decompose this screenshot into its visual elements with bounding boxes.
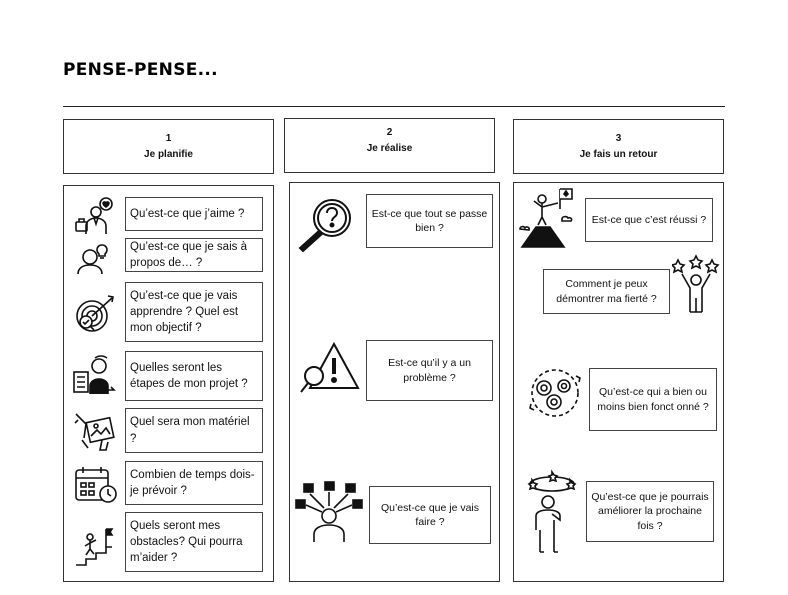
review-question-1: Est-ce que c’est réussi ? bbox=[585, 198, 713, 242]
column-heading: Je planifie bbox=[144, 148, 193, 160]
target-icon bbox=[72, 292, 118, 334]
review-question-2: Comment je peux démontrer ma fierté ? bbox=[543, 269, 670, 314]
plan-question-6: Combien de temps dois-je prévoir ? bbox=[125, 461, 263, 505]
summit-flag-icon bbox=[516, 185, 578, 251]
gears-icon bbox=[524, 366, 586, 420]
project-steps-icon bbox=[72, 354, 118, 398]
column-number: 2 bbox=[386, 127, 393, 138]
column-header-do: 2 Je réalise bbox=[284, 118, 495, 173]
warning-magnifier-icon bbox=[298, 340, 362, 398]
plan-question-7: Quels seront mes obstacles? Qui pourra m… bbox=[125, 512, 263, 572]
plan-question-5: Quel sera mon matériel ? bbox=[125, 408, 263, 453]
magnifier-question-icon bbox=[294, 196, 356, 254]
column-heading: Je fais un retour bbox=[579, 148, 658, 160]
do-question-3: Qu’est-ce que je vais faire ? bbox=[369, 486, 491, 544]
title-divider bbox=[63, 106, 725, 107]
plan-question-4: Quelles seront les étapes de mon projet … bbox=[125, 351, 263, 401]
column-number: 3 bbox=[615, 133, 622, 144]
proud-person-stars-icon bbox=[672, 254, 720, 316]
page-title: PENSE-PENSE... bbox=[63, 60, 218, 80]
column-header-plan: 1 Je planifie bbox=[63, 119, 274, 174]
column-number: 1 bbox=[165, 133, 172, 144]
review-question-4: Qu’est-ce que je pourrais améliorer la p… bbox=[586, 481, 714, 542]
calendar-clock-icon bbox=[74, 466, 118, 504]
do-question-2: Est-ce qu’il y a un problème ? bbox=[366, 340, 493, 401]
plan-question-1: Qu’est-ce que j’aime ? bbox=[125, 197, 263, 231]
column-header-review: 3 Je fais un retour bbox=[513, 119, 724, 174]
column-panel-plan bbox=[63, 185, 274, 582]
decision-person-icon bbox=[294, 480, 364, 544]
lightbulb-person-icon bbox=[74, 241, 112, 275]
do-question-1: Est-ce que tout se passe bien ? bbox=[366, 194, 493, 248]
column-panel-review bbox=[513, 182, 724, 582]
column-heading: Je réalise bbox=[366, 142, 413, 154]
tools-icon bbox=[72, 410, 118, 452]
thinking-person-stars-icon bbox=[524, 468, 580, 556]
plan-question-3: Qu’est-ce que je vais apprendre ? Quel e… bbox=[125, 282, 263, 342]
review-question-3: Qu’est-ce qui a bien ou moins bien fonct… bbox=[589, 368, 717, 431]
plan-question-2: Qu’est-ce que je sais à propos de… ? bbox=[125, 238, 263, 272]
heart-worker-icon bbox=[72, 196, 116, 236]
column-panel-do bbox=[289, 182, 500, 582]
stairs-flag-icon bbox=[74, 523, 114, 567]
